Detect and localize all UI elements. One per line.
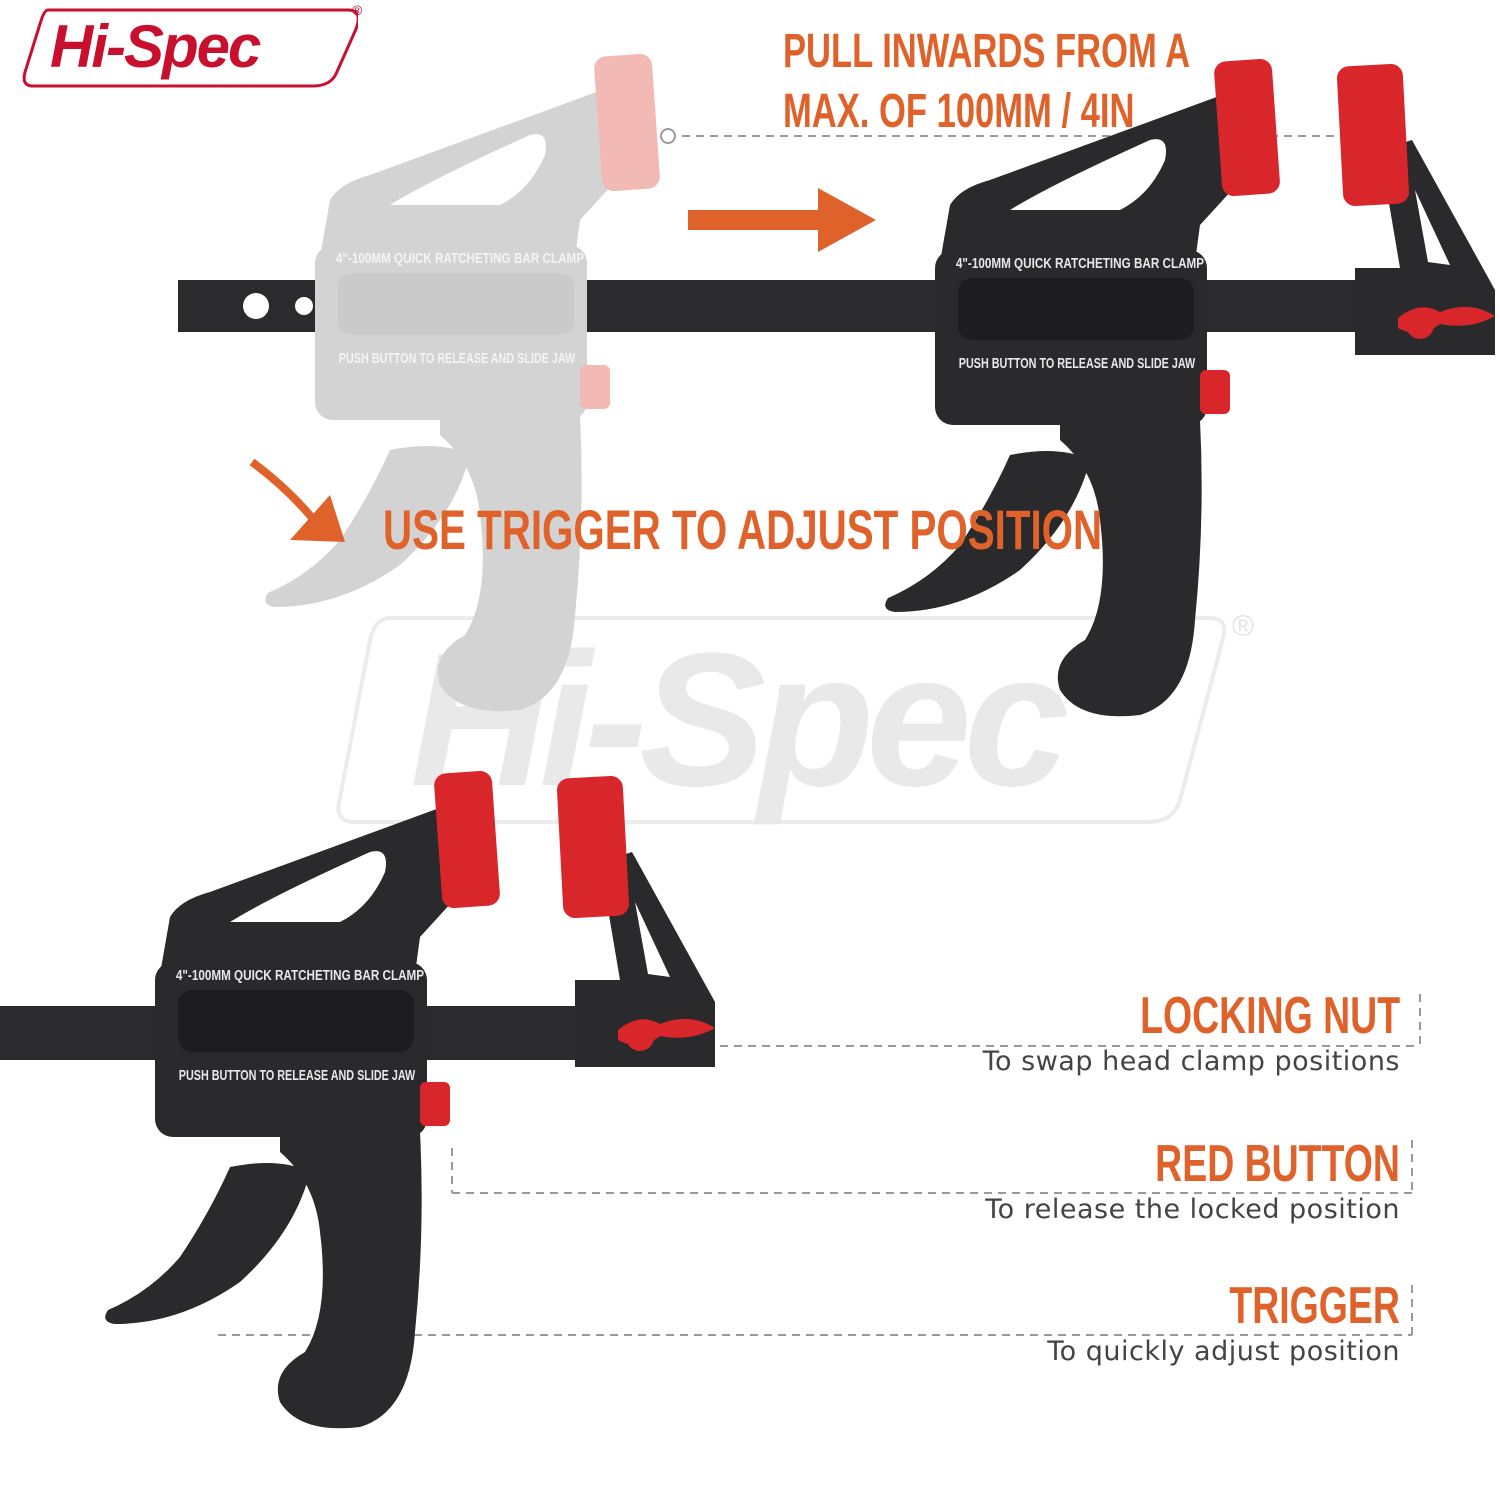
clamp-handle: [437, 415, 582, 712]
clamp-trigger: [265, 446, 470, 607]
clamp-model-label: 4"-100MM QUICK RATCHETING BAR CLAMP: [336, 250, 584, 267]
clamp-handle: [1057, 420, 1202, 717]
clamp-model-label: 4"-100MM QUICK RATCHETING BAR CLAMP: [956, 255, 1204, 272]
jaw-cutout: [230, 851, 386, 922]
fixed-jaw-pad: [556, 775, 630, 919]
bar-sleeve: [338, 273, 574, 335]
clamp-ghost: 4"-100MM QUICK RATCHETING BAR CLAMP PUSH…: [265, 53, 660, 712]
callout-trigger: TRIGGER To quickly adjust position: [1047, 1278, 1400, 1367]
locking-nut-center: [1406, 311, 1434, 339]
headline: PULL INWARDS FROM A MAX. OF 100MM / 4IN: [783, 22, 1348, 142]
logo-registered-mark: ®: [352, 2, 363, 18]
red-release-button: [580, 365, 610, 409]
clamp-trigger: [105, 1163, 310, 1324]
jaw-cutout: [390, 134, 546, 205]
jaw-cutout: [1010, 139, 1166, 210]
brand-logo: Hi-Spec: [18, 4, 360, 90]
callout-subtitle: To release the locked position: [985, 1194, 1400, 1225]
red-release-button: [1200, 370, 1230, 414]
bar-hole: [243, 293, 269, 319]
sliding-jaw-pad: [594, 53, 660, 192]
logo-text: Hi-Spec: [50, 13, 261, 80]
clamp-instruction-label: PUSH BUTTON TO RELEASE AND SLIDE JAW: [339, 349, 576, 366]
red-release-button: [420, 1082, 450, 1126]
clamp-instruction-label: PUSH BUTTON TO RELEASE AND SLIDE JAW: [959, 354, 1196, 371]
callout-title: LOCKING NUT: [1140, 987, 1400, 1045]
clamp-instruction-label: PUSH BUTTON TO RELEASE AND SLIDE JAW: [179, 1066, 416, 1083]
bar-hole: [295, 297, 313, 315]
trigger-hint-text: USE TRIGGER TO ADJUST POSITION: [383, 498, 1103, 561]
callout-title: TRIGGER: [1229, 1277, 1400, 1335]
clamp-handle: [277, 1132, 422, 1429]
watermark-badge: [336, 616, 1227, 824]
arrow-right-icon: [688, 188, 876, 252]
callout-subtitle: To quickly adjust position: [1047, 1336, 1400, 1367]
locking-nut-center: [626, 1023, 654, 1051]
clamp-top: 4"-100MM QUICK RATCHETING BAR CLAMP PUSH…: [885, 58, 1495, 717]
curved-arrow-icon: [249, 458, 345, 542]
fixed-jaw: [556, 775, 715, 1067]
fixed-jaw-cutout: [1415, 190, 1450, 265]
fixed-jaw-cutout: [635, 902, 670, 977]
fixed-jaw: [1336, 63, 1495, 355]
sliding-jaw-pad: [434, 770, 500, 909]
clamp-bottom: 4"-100MM QUICK RATCHETING BAR CLAMP PUSH…: [105, 770, 715, 1429]
clamp-model-label: 4"-100MM QUICK RATCHETING BAR CLAMP: [176, 967, 424, 984]
sliding-jaw-pad: [1214, 58, 1280, 197]
callout-red-button: RED BUTTON To release the locked positio…: [985, 1136, 1400, 1225]
callout-title: RED BUTTON: [1155, 1135, 1400, 1193]
clamp-trigger: [885, 451, 1090, 612]
bar-sleeve: [958, 278, 1194, 340]
bar-sleeve: [178, 990, 414, 1052]
headline-line-2: MAX. OF 100MM / 4IN: [783, 85, 1135, 138]
trigger-hint: USE TRIGGER TO ADJUST POSITION: [383, 500, 1382, 560]
guide-dot: [660, 128, 676, 144]
callout-subtitle: To swap head clamp positions: [982, 1046, 1400, 1077]
headline-line-1: PULL INWARDS FROM A: [783, 25, 1191, 78]
callout-locking-nut: LOCKING NUT To swap head clamp positions: [983, 988, 1400, 1077]
fixed-jaw-pad: [1336, 63, 1410, 207]
watermark-registered-mark: ®: [1232, 610, 1255, 643]
